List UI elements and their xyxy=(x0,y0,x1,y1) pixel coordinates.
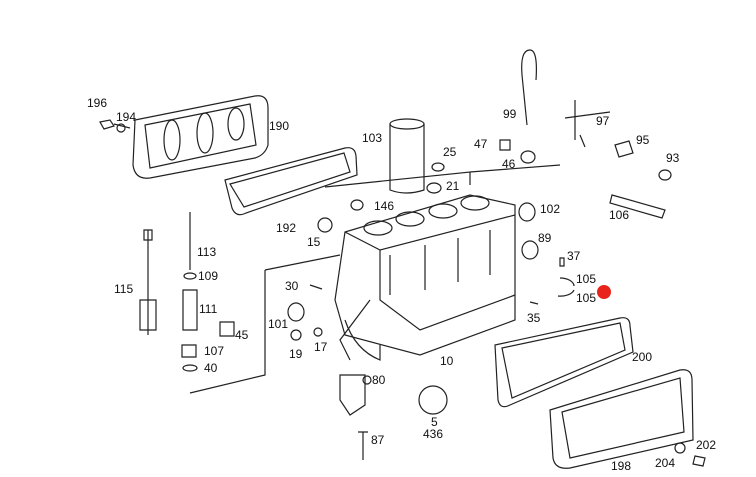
pin-35 xyxy=(529,301,539,305)
part-label: 40 xyxy=(204,361,218,375)
dipstick-115 xyxy=(139,229,157,335)
part-label: 109 xyxy=(198,269,219,283)
plug-102 xyxy=(518,202,536,222)
part-label: 35 xyxy=(527,311,541,325)
part-label: 97 xyxy=(596,114,610,128)
plug-107 xyxy=(181,344,197,358)
part-label: 21 xyxy=(446,179,460,193)
part-label: 10 xyxy=(440,354,454,368)
plug-89 xyxy=(521,240,539,260)
part-label: 93 xyxy=(666,151,680,165)
part-label: 19 xyxy=(289,347,303,361)
part-label: 102 xyxy=(540,202,561,216)
washer-194 xyxy=(116,123,126,133)
part-label: 200 xyxy=(632,350,653,364)
tube-106 xyxy=(609,194,666,219)
bolt-196 xyxy=(99,119,131,130)
part-label: 89 xyxy=(538,231,552,245)
gasket-200 xyxy=(494,317,634,408)
part-label: 15 xyxy=(307,235,321,249)
part-label: 204 xyxy=(655,456,676,470)
part-label: 113 xyxy=(197,245,217,259)
plug-25 xyxy=(431,162,445,172)
part-label: 5 xyxy=(431,415,438,429)
valve-cover-part xyxy=(132,95,269,179)
pin-99 xyxy=(521,49,537,126)
bolt-202 xyxy=(692,455,706,467)
part-label: 101 xyxy=(268,317,289,331)
leader-line xyxy=(324,164,561,188)
tube-111 xyxy=(182,289,198,331)
fitting-97 xyxy=(564,100,611,148)
part-label: 47 xyxy=(474,137,488,151)
part-label: 194 xyxy=(116,110,137,124)
pin-37 xyxy=(559,257,565,267)
bolt-87 xyxy=(358,431,368,460)
leader-line xyxy=(189,254,341,394)
part-label: 45 xyxy=(235,328,249,342)
part-label: 17 xyxy=(314,340,328,354)
part-label: 436 xyxy=(423,427,444,441)
part-label: 111 xyxy=(199,302,218,316)
engine-block-10 xyxy=(334,194,516,361)
gasket-192-inner xyxy=(229,152,351,208)
part-label: 103 xyxy=(362,131,383,145)
bracket-80 xyxy=(339,374,366,416)
plug-15 xyxy=(317,217,333,233)
part-label: 107 xyxy=(204,344,225,358)
part-label: 115 xyxy=(114,282,134,296)
washer-93 xyxy=(658,169,672,181)
part-label: 105 xyxy=(576,272,597,286)
part-label: 106 xyxy=(609,208,630,222)
part-label: 190 xyxy=(269,119,290,133)
gasket-192 xyxy=(224,147,358,216)
part-label: 37 xyxy=(567,249,581,263)
part-label: 25 xyxy=(443,145,457,159)
part-label: 146 xyxy=(374,199,395,213)
part-label: 80 xyxy=(372,373,386,387)
bearing-105 xyxy=(557,277,575,297)
part-label: 192 xyxy=(276,221,297,235)
part-label: 99 xyxy=(503,107,517,121)
seal-101 xyxy=(287,302,305,322)
click-marker xyxy=(597,285,611,299)
fitting-47 xyxy=(499,139,511,151)
plug-45 xyxy=(219,321,235,337)
plug-19 xyxy=(290,329,302,341)
ring-109 xyxy=(183,272,197,280)
plug-17 xyxy=(313,327,323,337)
pin-30 xyxy=(309,284,323,290)
liner-103 xyxy=(389,124,425,194)
fitting-95 xyxy=(614,140,634,158)
ring-40 xyxy=(182,364,198,372)
part-label: 95 xyxy=(636,133,650,147)
plug-146 xyxy=(350,199,364,211)
washer-204 xyxy=(674,442,686,454)
part-label: 46 xyxy=(502,157,516,171)
part-label: 196 xyxy=(87,96,108,110)
cover-5 xyxy=(418,385,448,415)
part-label: 105 xyxy=(576,291,597,305)
ring-21 xyxy=(426,182,442,194)
oil-pan-198 xyxy=(549,369,694,469)
part-label: 202 xyxy=(696,438,717,452)
part-label: 30 xyxy=(285,279,299,293)
plug-46 xyxy=(520,150,536,164)
part-label: 198 xyxy=(611,459,632,473)
part-label: 87 xyxy=(371,433,385,447)
